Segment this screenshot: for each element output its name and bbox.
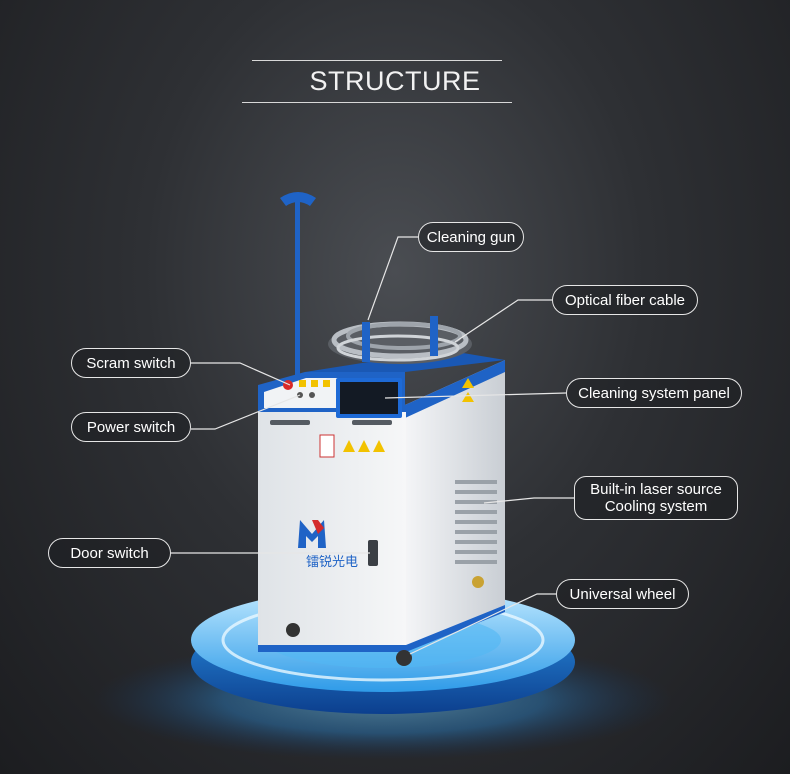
laser-cleaning-machine: 镭锐光电 [258,192,505,666]
callout-cleaning-gun: Cleaning gun [418,222,524,252]
universal-wheels [286,576,484,666]
callout-cleaning-gun-label: Cleaning gun [426,228,516,246]
callout-power-switch-label: Power switch [86,418,176,436]
emergency-stop-icon [283,380,293,390]
page-title: STRUCTURE [309,66,481,96]
callout-universal-wheel: Universal wheel [556,579,689,609]
fiber-cable-coil [328,316,472,364]
callout-door-switch: Door switch [48,538,171,568]
callout-optical-fiber-cable: Optical fiber cable [552,285,698,315]
brand-chinese-text: 镭锐光电 [306,555,358,570]
callout-power-switch: Power switch [71,412,191,442]
callout-cleaning-system-panel: Cleaning system panel [566,378,742,408]
callout-cooling-line1: Built-in laser source [590,481,722,498]
callout-optical-fiber-cable-label: Optical fiber cable [564,291,686,309]
brand-logo [298,520,326,548]
callout-cleaning-system-panel-label: Cleaning system panel [578,384,730,402]
title-block: STRUCTURE [0,0,790,110]
callout-universal-wheel-label: Universal wheel [569,585,676,603]
cooling-vent-grille [455,480,497,564]
callout-scram-switch-label: Scram switch [86,354,176,372]
callout-cooling-system: Built-in laser source Cooling system [574,476,738,520]
title-divider-bottom [242,102,512,103]
callout-scram-switch: Scram switch [71,348,191,378]
callout-cooling-line2: Cooling system [604,498,708,515]
title-divider-top [252,60,502,61]
gun-holder-pole [295,200,300,380]
callout-door-switch-label: Door switch [70,544,149,562]
warning-labels [319,378,474,458]
leader-lines [171,236,574,655]
door-handle [368,540,378,566]
